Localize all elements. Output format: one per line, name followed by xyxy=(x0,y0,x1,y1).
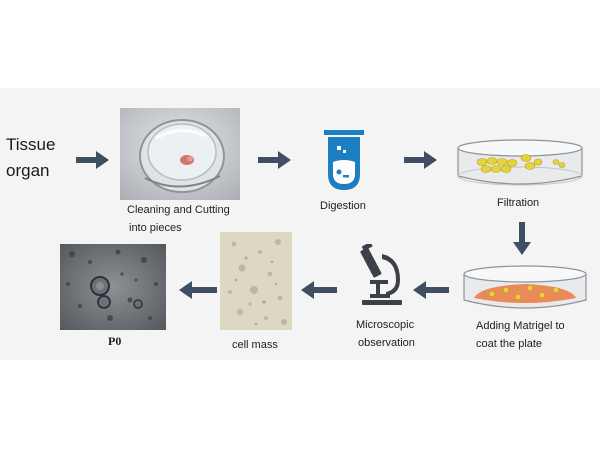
microscope-icon xyxy=(360,244,402,305)
cell-mass-photo xyxy=(220,232,292,330)
tissue-organ-label: Tissue organ xyxy=(6,135,56,180)
right-arrow-icon xyxy=(258,151,291,169)
left-arrow-icon xyxy=(413,281,449,299)
cell-mass-label: cell mass xyxy=(232,339,278,351)
microscopic-observation-label: Microscopic observation xyxy=(356,319,415,349)
p0-label: P0 xyxy=(108,334,122,348)
right-arrow-icon xyxy=(76,151,109,169)
matrigel-dish-icon xyxy=(463,265,587,309)
petri-dish-photo xyxy=(120,108,240,200)
left-arrow-icon xyxy=(301,281,337,299)
filter-dish-icon xyxy=(457,139,583,186)
test-tube-icon xyxy=(324,130,364,190)
filtration-label: Filtration xyxy=(497,197,540,209)
matrigel-label: Adding Matrigel to coat the plate xyxy=(476,320,565,350)
right-arrow-icon xyxy=(404,151,437,169)
p0-micrograph-photo xyxy=(60,244,166,330)
digestion-label: Digestion xyxy=(320,200,366,212)
down-arrow-icon xyxy=(513,222,531,255)
left-arrow-icon xyxy=(179,281,217,299)
cleaning-cutting-label: Cleaning and Cutting into pieces xyxy=(127,204,230,234)
